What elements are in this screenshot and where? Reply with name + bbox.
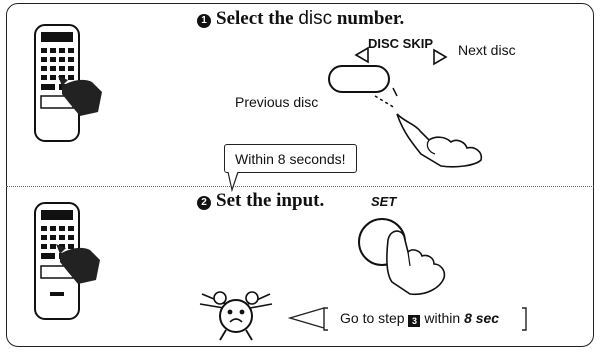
goto-note-text: Go to step 3 within 8 sec xyxy=(340,310,500,327)
skip-previous-arrow-icon xyxy=(354,46,369,64)
previous-disc-label: Previous disc xyxy=(235,94,319,110)
alarm-clock-icon xyxy=(199,291,273,341)
timer-note-bubble: Within 8 seconds! xyxy=(224,144,357,173)
goto-note-bracket xyxy=(323,307,527,331)
goto-note-pointer xyxy=(288,307,325,329)
set-button-icon[interactable] xyxy=(350,212,460,300)
timer-note-text: Within 8 seconds! xyxy=(235,151,346,167)
skip-next-arrow-icon xyxy=(433,48,448,66)
set-label: SET xyxy=(371,194,397,209)
next-disc-label: Next disc xyxy=(458,42,516,58)
instruction-panel xyxy=(6,3,594,347)
step2-number-badge: 2 xyxy=(197,196,211,210)
goto-note-bubble: Go to step 3 within 8 sec xyxy=(322,306,528,332)
disc-skip-button-icon[interactable] xyxy=(325,62,497,172)
disc-skip-label: DISC SKIP xyxy=(368,36,434,51)
remote-control-icon xyxy=(34,202,80,320)
pointing-hand-icon xyxy=(58,76,102,116)
pointing-hand-icon xyxy=(56,244,100,284)
step3-badge: 3 xyxy=(408,315,421,327)
step1-number-badge: 1 xyxy=(197,14,211,28)
step-divider xyxy=(6,186,594,187)
timer-note-pointer xyxy=(227,171,239,192)
